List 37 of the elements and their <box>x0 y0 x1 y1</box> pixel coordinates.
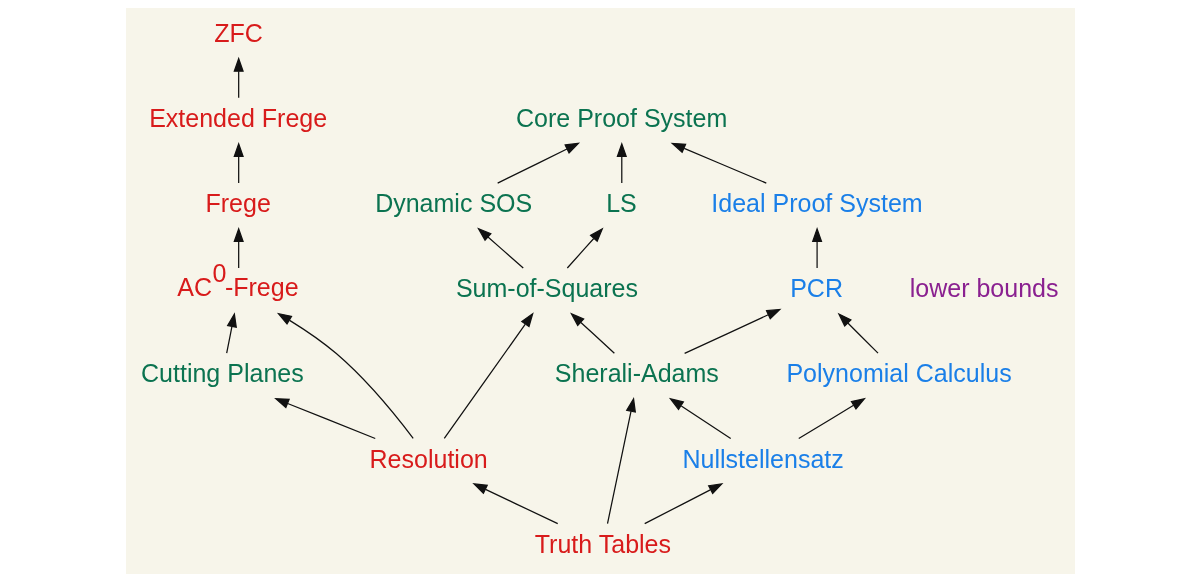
arrow <box>644 483 724 525</box>
node-text: Cutting Planes <box>141 359 304 388</box>
arrow <box>472 483 559 525</box>
arrow <box>233 227 244 269</box>
arrow <box>570 312 615 354</box>
node-text: Frege <box>205 189 271 218</box>
label: lower bounds <box>909 274 1059 303</box>
arrow <box>837 312 879 354</box>
arrow <box>606 397 637 525</box>
node-text: Core Proof System <box>515 103 728 132</box>
arrow <box>684 308 782 354</box>
node-text: Extended Frege <box>149 103 328 132</box>
arrow <box>233 141 244 184</box>
node-text: Polynomial Calculus <box>786 359 1012 388</box>
node-text: Dynamic SOS <box>375 189 533 218</box>
arrow <box>276 312 414 439</box>
arrow <box>811 227 823 269</box>
node-text: PCR <box>790 274 843 303</box>
node-text: Nullstellensatz <box>682 444 844 473</box>
node-text: Sum-of-Squares <box>455 274 639 303</box>
arrow <box>668 397 732 440</box>
node-text: ZFC <box>214 18 263 47</box>
arrow <box>616 141 628 184</box>
arrow <box>233 56 244 99</box>
arrow <box>566 227 604 269</box>
arrow <box>443 312 534 440</box>
node-text: LS <box>606 189 637 218</box>
arrow <box>226 312 237 354</box>
node-text: Sherali-Adams <box>554 359 719 388</box>
arrow <box>497 142 581 184</box>
arrow <box>798 397 866 440</box>
arrow <box>274 398 376 440</box>
arrow <box>670 142 767 184</box>
arrow <box>477 227 524 269</box>
node-text: Truth Tables <box>534 529 672 558</box>
node-text: Resolution <box>369 444 488 473</box>
node-text: Ideal Proof System <box>711 189 923 218</box>
